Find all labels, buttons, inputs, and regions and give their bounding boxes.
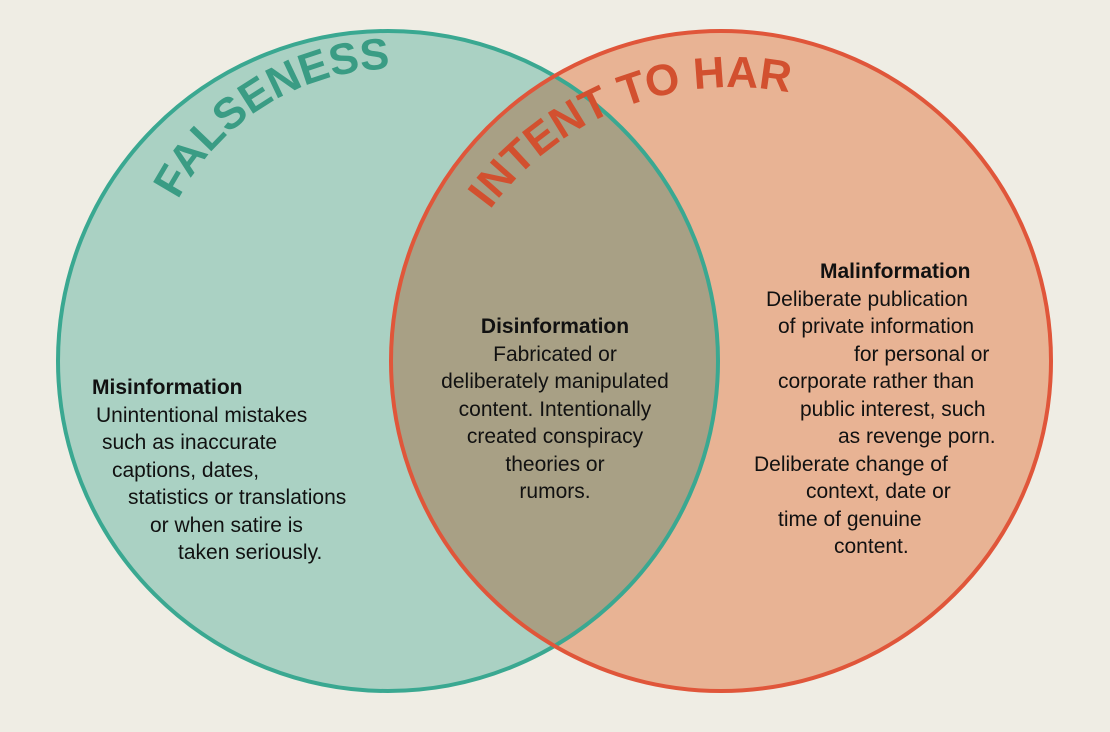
malinformation-line: context, date or [806,480,951,503]
malinformation-line: as revenge porn. [838,425,996,448]
falseness-circle-outline [56,29,720,693]
malinformation-line: time of genuine [778,507,922,531]
disinformation-line: rumors. [519,480,591,503]
malinformation-line: Deliberate publication [766,287,968,311]
misinformation-line: captions, dates, [112,458,260,482]
disinformation-line: created conspiracy [466,425,644,448]
malinformation-line: content. [834,535,909,558]
disinformation-line: Fabricated or [493,342,617,366]
misinformation-line: Unintentional mistakes [96,403,308,427]
malinformation-block: Malinformation Deliberate publication of… [752,258,1042,561]
misinformation-block: Misinformation Unintentional mistakes su… [90,374,410,567]
disinformation-line: deliberately manipulated [441,370,669,393]
malinformation-line: of private information [778,315,975,338]
malinformation-line: public interest, such [800,397,986,421]
malinformation-title: Malinformation [820,260,971,283]
misinformation-line: statistics or translations [128,486,347,509]
misinformation-line: or when satire is [150,513,303,537]
overlap-region [391,31,718,691]
malinformation-line: for personal or [854,342,990,366]
misinformation-line: such as inaccurate [102,431,278,454]
malinformation-line: corporate rather than [778,370,975,393]
disinformation-line: content. Intentionally [458,397,652,421]
disinformation-line: theories or [505,452,605,476]
misinformation-title: Misinformation [92,376,243,399]
misinformation-line: taken seriously. [178,541,323,564]
disinformation-block: Disinformation Fabricated or deliberatel… [400,313,710,506]
malinformation-line: Deliberate change of [754,452,948,476]
intent-to-harm-circle-outline [389,29,1053,693]
disinformation-title: Disinformation [480,315,630,338]
